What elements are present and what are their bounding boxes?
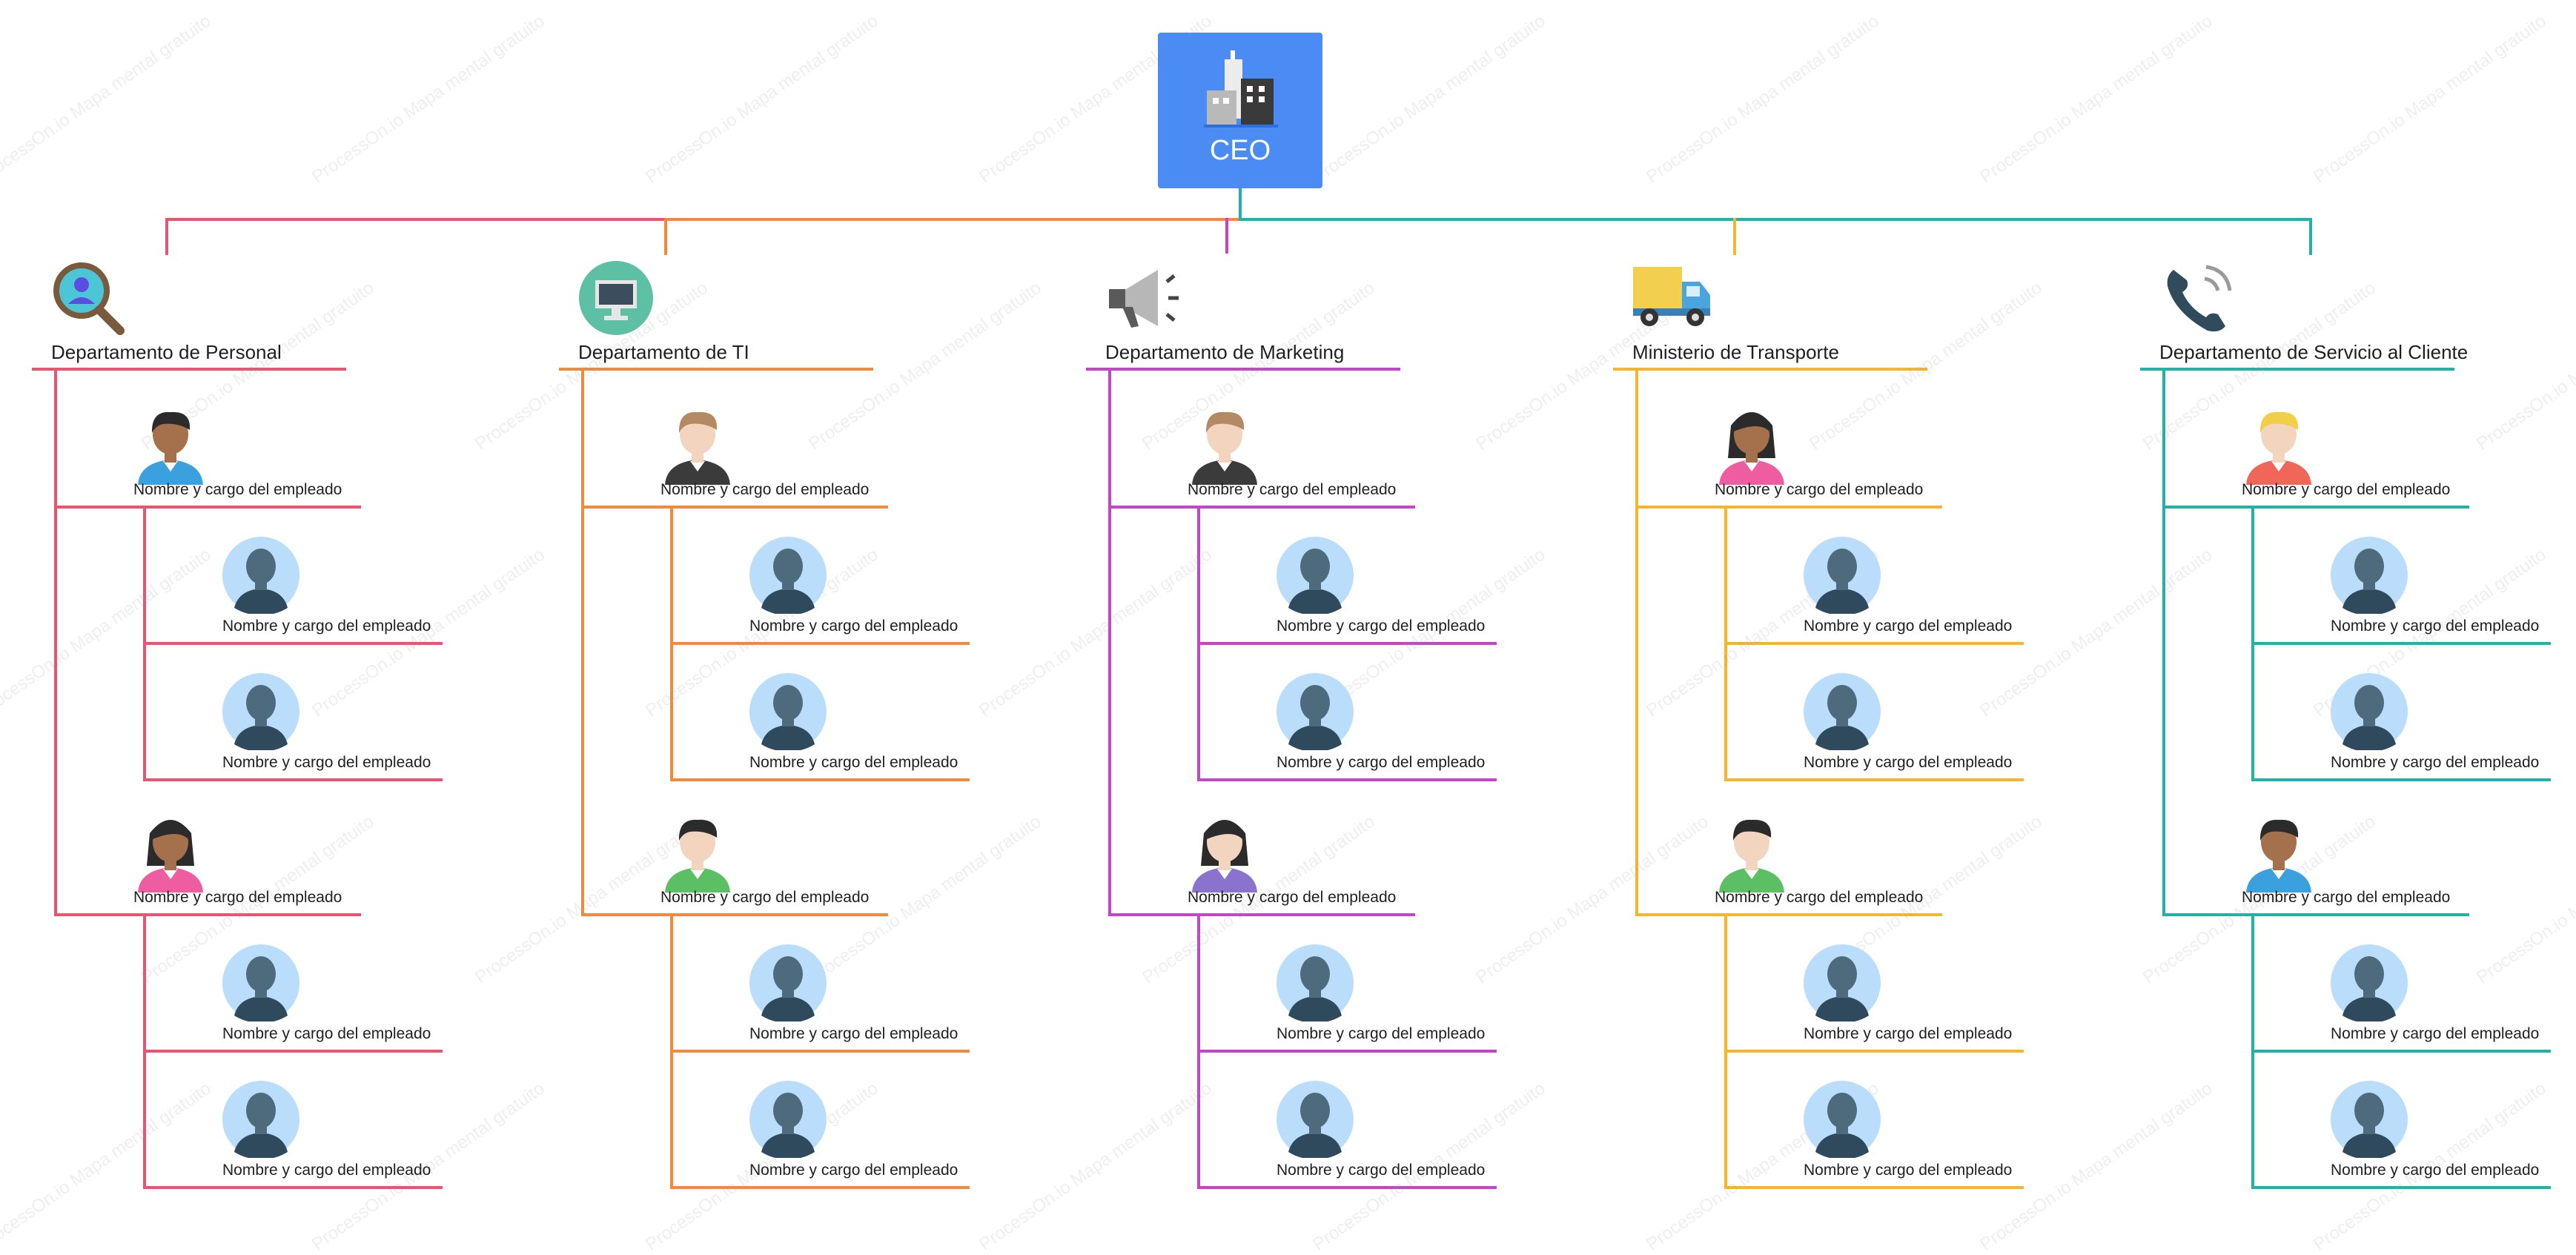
computer-monitor-icon <box>579 261 660 342</box>
ceo-title: CEO <box>1209 135 1271 166</box>
employee-label-lead[interactable]: Nombre y cargo del empleado <box>1715 889 1924 906</box>
user-placeholder-icon <box>1804 944 1881 1025</box>
user-placeholder-icon <box>1804 1081 1881 1162</box>
dept-label[interactable]: Departamento de TI <box>578 341 749 363</box>
employee-label-lead[interactable]: Nombre y cargo del empleado <box>133 889 342 906</box>
megaphone-icon <box>1106 261 1188 342</box>
man-dark-skin-blue-shirt-avatar-icon <box>133 403 208 489</box>
employee-label[interactable]: Nombre y cargo del empleado <box>1804 1025 2013 1042</box>
employee-label[interactable]: Nombre y cargo del empleado <box>1277 617 1486 635</box>
employee-label-lead[interactable]: Nombre y cargo del empleado <box>2242 481 2451 498</box>
employee-label[interactable]: Nombre y cargo del empleado <box>749 1162 958 1179</box>
user-placeholder-icon <box>222 673 299 754</box>
magnifier-user-icon <box>52 261 133 342</box>
dept-label[interactable]: Departamento de Servicio al Cliente <box>2159 341 2469 363</box>
employee-label-lead[interactable]: Nombre y cargo del empleado <box>660 889 870 906</box>
employee-label[interactable]: Nombre y cargo del empleado <box>2331 1025 2540 1042</box>
dept-label[interactable]: Departamento de Personal <box>51 341 282 363</box>
user-placeholder-icon <box>1277 537 1354 617</box>
employee-label[interactable]: Nombre y cargo del empleado <box>1804 1162 2013 1179</box>
user-placeholder-icon <box>1277 944 1354 1025</box>
man-blond-red-shirt-avatar-icon <box>2242 403 2316 489</box>
employee-label-lead[interactable]: Nombre y cargo del empleado <box>1715 481 1924 498</box>
user-placeholder-icon <box>749 673 827 754</box>
man-light-skin-green-shirt-avatar-icon <box>660 811 735 896</box>
employee-label[interactable]: Nombre y cargo del empleado <box>1804 617 2013 635</box>
man-light-skin-black-shirt-avatar-icon <box>660 403 735 489</box>
employee-label[interactable]: Nombre y cargo del empleado <box>749 617 958 635</box>
woman-dark-skin-pink-shirt-avatar-icon <box>1715 403 1789 489</box>
user-placeholder-icon <box>749 1081 827 1162</box>
employee-label[interactable]: Nombre y cargo del empleado <box>1277 1162 1486 1179</box>
employee-label[interactable]: Nombre y cargo del empleado <box>222 1162 431 1179</box>
employee-label[interactable]: Nombre y cargo del empleado <box>749 1025 958 1042</box>
man-light-skin-green-shirt-avatar-icon <box>1715 811 1789 896</box>
telephone-icon <box>2160 261 2242 342</box>
man-dark-skin-blue-shirt-avatar-icon <box>2242 811 2316 896</box>
dept-label[interactable]: Ministerio de Transporte <box>1632 341 1839 363</box>
employee-label[interactable]: Nombre y cargo del empleado <box>222 754 431 771</box>
man-light-skin-black-shirt-avatar-icon <box>1188 403 1262 489</box>
employee-label[interactable]: Nombre y cargo del empleado <box>1804 754 2013 771</box>
user-placeholder-icon <box>2331 673 2408 754</box>
employee-label[interactable]: Nombre y cargo del empleado <box>2331 1162 2540 1179</box>
employee-label-lead[interactable]: Nombre y cargo del empleado <box>133 481 342 498</box>
employee-label-lead[interactable]: Nombre y cargo del empleado <box>660 481 870 498</box>
delivery-truck-icon <box>1633 261 1715 342</box>
employee-label[interactable]: Nombre y cargo del empleado <box>222 617 431 635</box>
employee-label[interactable]: Nombre y cargo del empleado <box>1277 754 1486 771</box>
employee-label[interactable]: Nombre y cargo del empleado <box>749 754 958 771</box>
user-placeholder-icon <box>1277 1081 1354 1162</box>
employee-label[interactable]: Nombre y cargo del empleado <box>2331 754 2540 771</box>
user-placeholder-icon <box>749 537 827 617</box>
office-buildings-icon <box>1204 50 1278 128</box>
employee-label-lead[interactable]: Nombre y cargo del empleado <box>1188 889 1397 906</box>
user-placeholder-icon <box>222 944 299 1025</box>
employee-label-lead[interactable]: Nombre y cargo del empleado <box>2242 889 2451 906</box>
user-placeholder-icon <box>1804 673 1881 754</box>
user-placeholder-icon <box>2331 537 2408 617</box>
user-placeholder-icon <box>2331 944 2408 1025</box>
user-placeholder-icon <box>1804 537 1881 617</box>
employee-label-lead[interactable]: Nombre y cargo del empleado <box>1188 481 1397 498</box>
employee-label[interactable]: Nombre y cargo del empleado <box>1277 1025 1486 1042</box>
user-placeholder-icon <box>222 1081 299 1162</box>
dept-label[interactable]: Departamento de Marketing <box>1105 341 1345 363</box>
user-placeholder-icon <box>1277 673 1354 754</box>
user-placeholder-icon <box>749 944 827 1025</box>
employee-label[interactable]: Nombre y cargo del empleado <box>222 1025 431 1042</box>
employee-label[interactable]: Nombre y cargo del empleado <box>2331 617 2540 635</box>
woman-light-skin-purple-shirt-avatar-icon <box>1188 811 1262 896</box>
user-placeholder-icon <box>222 537 299 617</box>
ceo-node[interactable]: CEO <box>1158 33 1322 188</box>
user-placeholder-icon <box>2331 1081 2408 1162</box>
woman-dark-skin-pink-shirt-avatar-icon <box>133 811 208 896</box>
